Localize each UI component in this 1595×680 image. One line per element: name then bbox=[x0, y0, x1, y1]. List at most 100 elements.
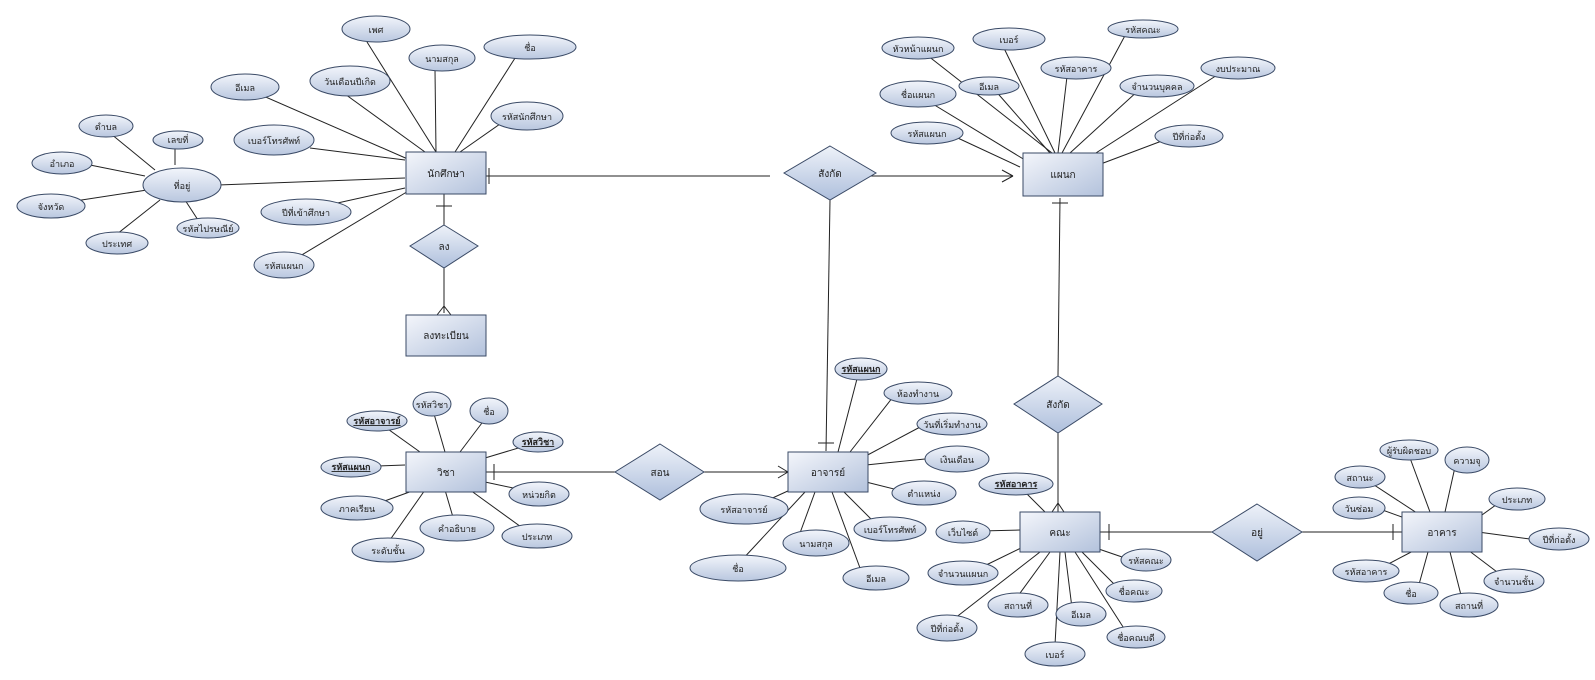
attribute[interactable]: รหัสอาจารย์ bbox=[699, 493, 789, 525]
attribute[interactable]: ผู้รับผิดชอบ bbox=[1379, 439, 1439, 461]
attribute-label: ประเภท bbox=[522, 533, 552, 543]
attribute-label: ที่อยู่ bbox=[174, 179, 191, 192]
attribute[interactable]: ที่อยู่ bbox=[142, 167, 222, 203]
entity-register[interactable]: ลงทะเบียน bbox=[405, 314, 487, 357]
attribute[interactable]: ปีที่เข้าศึกษา bbox=[260, 198, 352, 226]
entity-building[interactable]: อาคาร bbox=[1401, 511, 1483, 553]
entity-teacher-label: อาจารย์ bbox=[811, 467, 845, 479]
attribute[interactable]: เพศ bbox=[341, 15, 411, 43]
attribute[interactable]: รหัสแผนก bbox=[834, 357, 888, 381]
attribute[interactable]: หน่วยกิต bbox=[508, 481, 570, 507]
attribute[interactable]: เบอร์ bbox=[1024, 641, 1086, 667]
attribute[interactable]: หัวหน้าแผนก bbox=[881, 36, 955, 60]
attribute[interactable]: รหัสคณะ bbox=[1120, 548, 1172, 572]
attribute[interactable]: รหัสแผนก bbox=[320, 456, 382, 478]
entity-faculty-label: คณะ bbox=[1049, 528, 1070, 539]
attribute[interactable]: วันเดือนปีเกิด bbox=[309, 65, 391, 97]
attribute[interactable]: เบอร์ bbox=[972, 27, 1046, 51]
attribute[interactable]: จำนวนแผนก bbox=[927, 560, 999, 586]
attribute-label: ชื่อ bbox=[524, 41, 536, 54]
attribute[interactable]: รหัสอาจารย์ bbox=[346, 410, 408, 432]
attribute[interactable]: ชื่อ bbox=[469, 397, 509, 425]
attribute[interactable]: ปีที่ก่อตั้ง bbox=[1528, 527, 1590, 551]
attribute[interactable]: อีเมล bbox=[1055, 601, 1107, 627]
attribute-label: ชื่อคณบดี bbox=[1117, 631, 1155, 644]
attribute[interactable]: เบอร์โทรศัพท์ bbox=[233, 124, 315, 156]
attribute[interactable]: ตำแหน่ง bbox=[891, 480, 957, 506]
attribute[interactable]: รหัสอาคาร bbox=[978, 472, 1054, 496]
attribute[interactable]: ชื่อ bbox=[1383, 581, 1439, 605]
attribute[interactable]: งบประมาณ bbox=[1200, 56, 1276, 80]
attribute[interactable]: เลขที่ bbox=[152, 130, 204, 150]
entity-department[interactable]: แผนก bbox=[1022, 152, 1104, 197]
attribute[interactable]: จำนวนชั้น bbox=[1483, 568, 1545, 594]
attribute[interactable]: ประเทศ bbox=[85, 231, 149, 255]
attribute[interactable]: ชื่อ bbox=[483, 34, 577, 60]
attribute[interactable]: เงินเดือน bbox=[924, 445, 990, 473]
relationship-located[interactable]: อยู่ bbox=[1211, 503, 1303, 562]
attribute-label: อีเมล bbox=[235, 83, 255, 94]
attribute[interactable]: รหัสวิชา bbox=[412, 391, 452, 417]
relationship-belong2-label: สังกัด bbox=[1046, 400, 1070, 411]
attribute[interactable]: คำอธิบาย bbox=[419, 514, 495, 542]
attribute-label: รหัสนักศึกษา bbox=[502, 112, 552, 123]
attribute[interactable]: ปีที่ก่อตั้ง bbox=[1154, 124, 1224, 148]
attribute-label: อีเมล bbox=[979, 82, 999, 93]
entity-subject[interactable]: วิชา bbox=[405, 451, 487, 493]
entity-register-label: ลงทะเบียน bbox=[423, 330, 469, 342]
attribute[interactable]: ห้องทำงาน bbox=[883, 381, 953, 405]
attribute[interactable]: อำเภอ bbox=[31, 151, 93, 175]
attribute-label: รหัสแผนก bbox=[842, 364, 881, 375]
attribute[interactable]: สถานที่ bbox=[987, 592, 1049, 618]
entity-faculty[interactable]: คณะ bbox=[1019, 511, 1101, 553]
attribute[interactable]: รหัสแผนก bbox=[253, 251, 315, 279]
attribute[interactable]: ชื่อคณะ bbox=[1105, 579, 1163, 603]
attribute[interactable]: รหัสแผนก bbox=[890, 121, 964, 145]
attribute[interactable]: จังหวัด bbox=[16, 193, 86, 219]
attribute-label: ปีที่ก่อตั้ง bbox=[930, 622, 963, 635]
attribute-label: จังหวัด bbox=[38, 203, 65, 213]
attribute[interactable]: นามสกุล bbox=[408, 44, 476, 72]
attribute[interactable]: เว็บไซต์ bbox=[935, 520, 991, 544]
relationship-belong-dept-faculty[interactable]: สังกัด bbox=[1013, 375, 1103, 434]
attribute[interactable]: ระดับชั้น bbox=[351, 537, 425, 563]
attribute[interactable]: ชื่อแผนก bbox=[879, 80, 957, 108]
attribute-label: สถานที่ bbox=[1455, 599, 1483, 612]
attribute[interactable]: รหัสวิชา bbox=[512, 431, 564, 453]
attribute[interactable]: รหัสนักศึกษา bbox=[490, 101, 564, 131]
attribute[interactable]: ประเภท bbox=[1488, 487, 1546, 511]
attribute[interactable]: สถานะ bbox=[1334, 465, 1386, 489]
attribute-label: ผู้รับผิดชอบ bbox=[1387, 446, 1431, 457]
attribute[interactable]: รหัสอาคาร bbox=[1040, 56, 1112, 80]
entity-student[interactable]: นักศึกษา bbox=[405, 151, 487, 195]
relationship-belong1-label: สังกัด bbox=[818, 169, 842, 180]
attribute[interactable]: เบอร์โทรศัพท์ bbox=[853, 516, 927, 542]
relationship-belong-student-dept[interactable]: สังกัด bbox=[783, 145, 877, 201]
attribute[interactable]: ประเภท bbox=[501, 523, 573, 549]
attribute[interactable]: ปีที่ก่อตั้ง bbox=[916, 614, 978, 642]
attribute[interactable]: วันซ่อม bbox=[1332, 496, 1386, 520]
attribute[interactable]: รหัสคณะ bbox=[1107, 19, 1179, 39]
attribute-label: งบประมาณ bbox=[1216, 65, 1261, 75]
attribute[interactable]: ตำบล bbox=[78, 114, 134, 138]
relationship-teach[interactable]: สอน bbox=[614, 443, 705, 501]
attribute[interactable]: ชื่อคณบดี bbox=[1106, 625, 1166, 649]
attribute[interactable]: อีเมล bbox=[958, 76, 1020, 96]
attribute[interactable]: อีเมล bbox=[842, 565, 910, 591]
attribute[interactable]: ชื่อ bbox=[689, 554, 787, 582]
attribute[interactable]: ภาคเรียน bbox=[320, 495, 394, 521]
attribute[interactable]: ความจุ bbox=[1444, 446, 1490, 474]
attribute-label: สถานะ bbox=[1347, 474, 1374, 484]
attribute-label: คำอธิบาย bbox=[438, 524, 476, 535]
attribute[interactable]: อีเมล bbox=[210, 73, 280, 101]
attribute-label: รหัสอาจารย์ bbox=[353, 415, 400, 427]
attribute[interactable]: นามสกุล bbox=[782, 529, 850, 557]
attribute[interactable]: รหัสไปรษณีย์ bbox=[176, 217, 240, 239]
attribute[interactable]: รหัสอาคาร bbox=[1332, 559, 1400, 583]
attribute[interactable]: สถานที่ bbox=[1439, 592, 1499, 618]
attribute-label: ชื่อ bbox=[732, 562, 744, 575]
entity-teacher[interactable]: อาจารย์ bbox=[787, 451, 869, 493]
attribute[interactable]: จำนวนบุคคล bbox=[1119, 74, 1195, 98]
attribute[interactable]: วันที่เริ่มทำงาน bbox=[916, 412, 988, 436]
relationship-enroll[interactable]: ลง bbox=[409, 224, 479, 269]
